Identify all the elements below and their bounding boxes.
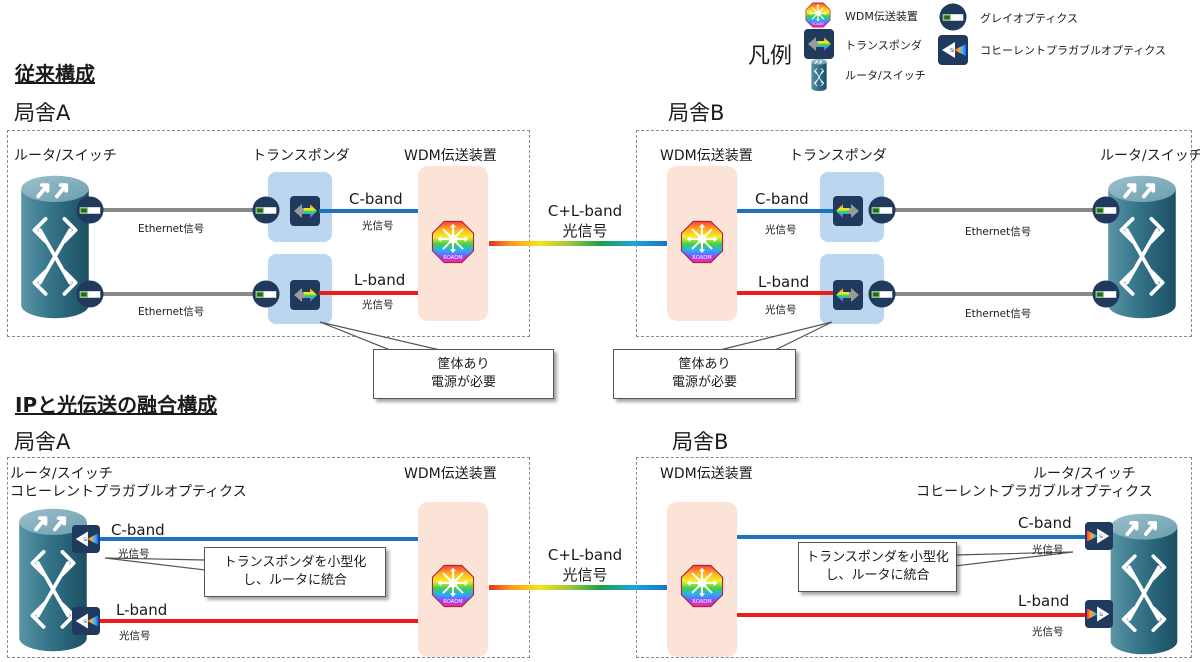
conv-callout-a-pointer [319,321,441,351]
legend-label-gray-optics: グレイオプティクス [980,12,1079,25]
conv2-b-l-band-sig: 光信号 [1032,626,1064,638]
conv-a-c-band-label: C-band [349,190,403,208]
conv2-a-l-band-line [95,619,418,623]
conv-b-l-band-line [737,291,837,295]
conv2-site-a-box [7,457,530,658]
conv2-callout-b-line2: し、ルータに統合 [825,568,930,583]
conv-a-c-band-sig: 光信号 [362,220,394,232]
conv2-link-band-label: C+L-band [547,546,623,564]
conv-link-sig-label: 光信号 [562,222,608,240]
conv-link-band-label: C+L-band [547,202,623,220]
conv2-a-l-band-label: L-band [116,601,168,619]
conv-b-l-band-sig: 光信号 [765,304,797,316]
conv-a-ethernet-top-line [100,208,258,212]
conv-a-wdm-label: WDM伝送装置 [404,148,497,164]
converged-section-title: IPと光伝送の融合構成 [15,393,218,417]
conventional-section-title: 従来構成 [15,62,95,86]
conv-a-l-band-sig: 光信号 [362,299,394,311]
conv2-a-wdm-label: WDM伝送装置 [404,466,497,482]
conv2-b-c-band-line [737,535,1087,539]
conv-a-ethernet-bottom-line [100,292,258,296]
conv2-callout-b-line1: トランスポンダを小型化 [806,550,949,565]
conv-site-b-box [636,130,1192,337]
conv2-cl-band-link-line [489,585,669,590]
conv-a-ethernet-bottom-label: Ethernet信号 [138,306,205,318]
legend-label-wdm: WDM伝送装置 [845,10,918,23]
conv2-a-c-band-label: C-band [111,521,165,539]
conv2-b-router-label-1: ルータ/スイッチ [1033,466,1136,482]
conv2-callout-b: トランスポンダを小型化 し、ルータに統合 [798,542,957,592]
conv-callout-b: 筐体あり 電源が必要 [613,349,796,399]
conv-site-a-box [7,130,530,337]
conv-b-c-band-sig: 光信号 [765,224,797,236]
conv2-b-c-band-label: C-band [1018,514,1072,532]
legend-label-transponder: トランスポンダ [845,39,922,52]
conv-a-l-band-label: L-band [354,271,406,289]
conv2-a-c-band-line [95,537,418,541]
conv-b-wdm-label: WDM伝送装置 [660,148,753,164]
conv2-a-cpo-top-icon [72,525,100,553]
conv2-b-cpo-bottom-icon [1085,600,1113,628]
conv-cl-band-link-line [489,241,669,246]
conv-b-ethernet-bottom-label: Ethernet信号 [965,308,1032,320]
conv-b-l-band-label: L-band [758,273,810,291]
conv2-b-l-band-label: L-band [1018,592,1070,610]
conv-a-c-band-line [319,209,418,213]
conv2-b-router-label-2: コヒーレントプラガブルオプティクス [916,484,1153,500]
conv-callout-a: 筐体あり 電源が必要 [373,349,554,399]
conv2-b-c-band-sig: 光信号 [1032,544,1064,556]
conv-b-ethernet-top-label: Ethernet信号 [965,226,1032,238]
conv-b-router-label: ルータ/スイッチ [1100,148,1200,164]
conv2-callout-a: トランスポンダを小型化 し、ルータに統合 [204,547,386,597]
conv-b-ethernet-top-line [885,208,1100,212]
conv-a-l-band-line [319,291,418,295]
conv2-site-b-label: 局舎B [672,430,729,454]
conv-site-a-label: 局舎A [14,101,71,125]
legend-label-router: ルータ/スイッチ [845,69,926,82]
conv2-b-wdm-roadm-icon [680,564,724,608]
conv-a-ethernet-top-label: Ethernet信号 [138,223,205,235]
legend-title: 凡例 [748,44,793,69]
conv2-b-l-band-line [737,613,1087,617]
conv2-b-router-switch-icon [1108,511,1180,657]
conv2-a-cpo-bottom-icon [72,607,100,635]
conv2-b-cpo-top-icon [1085,522,1113,550]
conv2-a-router-label-2: コヒーレントプラガブルオプティクス [10,484,247,500]
conv2-b-wdm-label: WDM伝送装置 [660,466,753,482]
conv-b-transponder-label: トランスポンダ [789,148,887,164]
conv2-a-l-band-sig: 光信号 [119,630,151,642]
conv-a-router-label: ルータ/スイッチ [14,148,117,164]
conv2-link-sig-label: 光信号 [562,566,608,584]
conv-a-transponder-label: トランスポンダ [252,148,350,164]
conv-b-ethernet-bottom-line [885,292,1100,296]
legend-label-cpo: コヒーレントプラガブルオプティクス [980,44,1167,57]
conv2-a-c-band-sig: 光信号 [118,548,150,560]
conv-b-c-band-label: C-band [755,190,809,208]
conv2-callout-a-line2: し、ルータに統合 [242,573,347,588]
conv-callout-a-line2: 電源が必要 [430,375,496,390]
conv-callout-b-pointer [719,321,833,351]
conv2-site-a-label: 局舎A [14,430,71,454]
conv-site-b-label: 局舎B [668,101,725,125]
conv2-site-b-box [636,457,1192,658]
conv-callout-b-line2: 電源が必要 [671,375,737,390]
conv2-callout-a-line1: トランスポンダを小型化 [223,555,367,570]
conv-b-c-band-line [737,209,837,213]
conv-callout-b-line1: 筐体あり [678,357,731,372]
conv2-a-router-label-1: ルータ/スイッチ [10,466,113,482]
conv-callout-a-line1: 筐体あり [437,357,490,372]
conv2-a-wdm-roadm-icon [431,564,475,608]
